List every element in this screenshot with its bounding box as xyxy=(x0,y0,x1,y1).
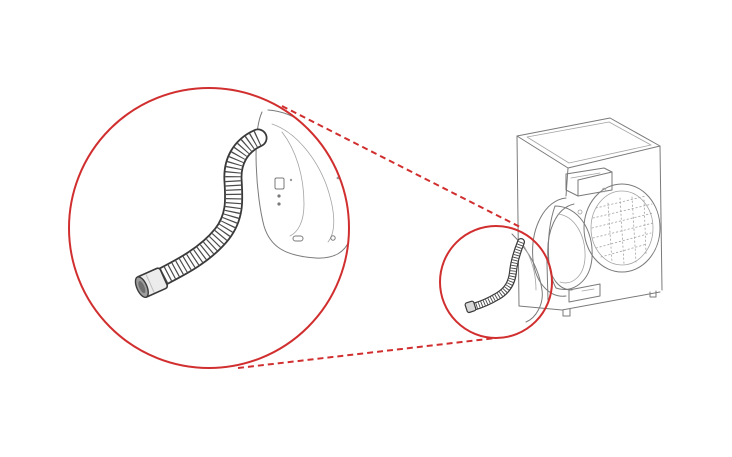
small-callout xyxy=(439,225,553,339)
magnified-callout xyxy=(68,87,350,369)
magnified-callout-ring xyxy=(68,87,350,369)
hose-end-fitting xyxy=(134,267,169,299)
small-callout-ring xyxy=(439,225,553,339)
leader-lines xyxy=(237,105,523,369)
washing-machine xyxy=(516,117,663,317)
